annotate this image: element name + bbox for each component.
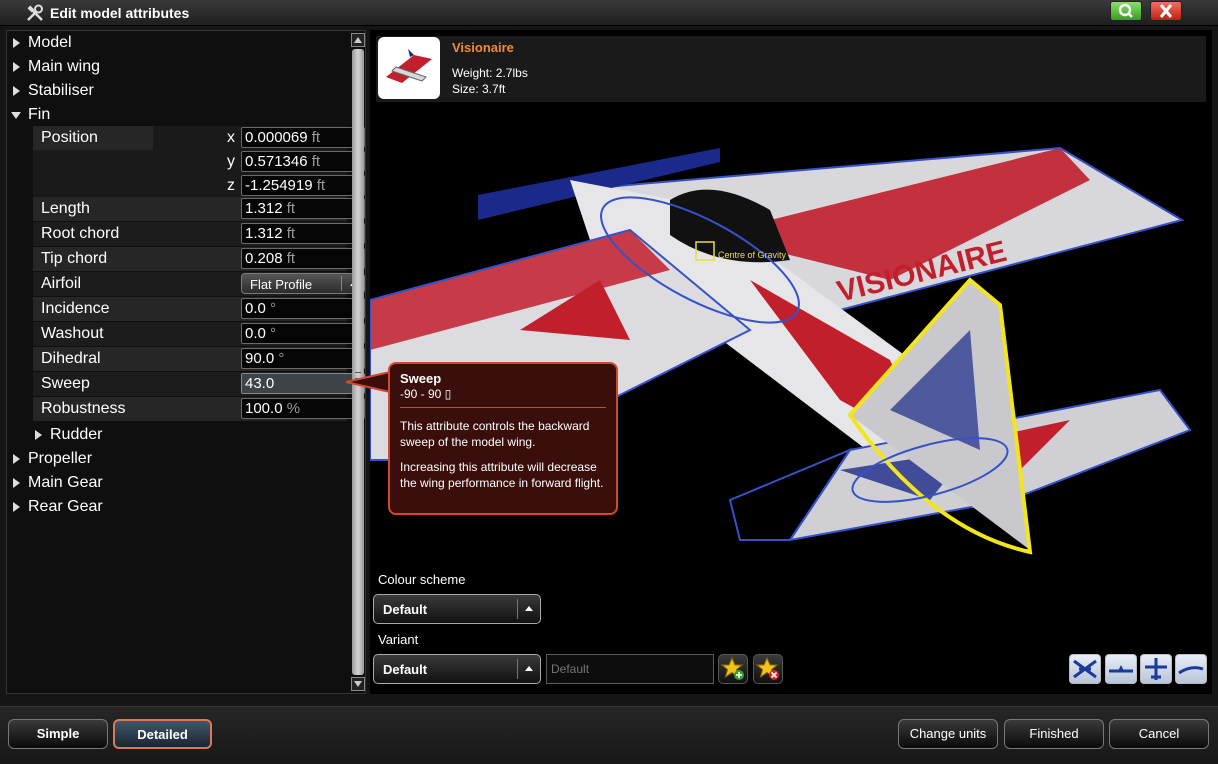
colour-scheme-dropdown[interactable]: Default — [373, 594, 541, 624]
model-thumbnail — [378, 37, 440, 99]
expand-arrow-icon — [13, 62, 20, 72]
variant-label: Variant — [378, 632, 419, 647]
cancel-button[interactable]: Cancel — [1109, 719, 1209, 749]
washout-input[interactable]: 0.0 ° — [241, 323, 365, 344]
model-name: Visionaire — [452, 40, 514, 55]
bottom-bar: Simple Detailed Change units Finished Ca… — [0, 706, 1218, 764]
collapse-arrow-icon — [11, 112, 21, 119]
cog-label: Centre of Gravity — [718, 250, 787, 260]
attr-length: Length 1.312 ft — [33, 197, 365, 221]
position-x-input[interactable]: 0.000069 ft — [241, 127, 365, 148]
model-viewport[interactable]: Centre of Gravity VISIONAIRE Visionaire … — [370, 30, 1212, 694]
change-units-button[interactable]: Change units — [898, 719, 998, 749]
view-top-button[interactable] — [1175, 654, 1207, 684]
plane-perspective-icon — [1073, 659, 1097, 679]
dihedral-input[interactable]: 90.0 ° — [241, 348, 365, 369]
search-button[interactable] — [1110, 1, 1142, 21]
detailed-button[interactable]: Detailed — [113, 719, 212, 749]
model-info-strip: Visionaire Weight: 2.7lbs Size: 3.7ft — [376, 36, 1206, 102]
incidence-input[interactable]: 0.0 ° — [241, 298, 365, 319]
plane-side-icon — [1109, 665, 1133, 673]
tree-item-propeller[interactable]: Propeller — [7, 447, 347, 471]
scroll-thumb[interactable] — [352, 49, 364, 675]
position-y-input[interactable]: 0.571346 ft — [241, 151, 365, 172]
airplane-render: Centre of Gravity VISIONAIRE — [370, 146, 1192, 555]
root-chord-input[interactable]: 1.312 ft — [241, 223, 365, 244]
add-variant-button[interactable] — [718, 654, 748, 684]
tree-item-fin[interactable]: Fin — [7, 103, 347, 127]
caret-up-icon — [525, 606, 533, 611]
tree-item-main-gear[interactable]: Main Gear — [7, 471, 347, 495]
attributes-panel: Model Main wing Stabiliser Fin Position … — [6, 30, 366, 694]
variant-dropdown[interactable]: Default — [373, 654, 541, 684]
scroll-down-button[interactable] — [351, 677, 365, 691]
search-icon — [1118, 3, 1133, 18]
window-title: Edit model attributes — [50, 5, 190, 21]
model-size: Size: 3.7ft — [452, 82, 506, 96]
expand-arrow-icon — [13, 478, 20, 488]
title-bar: Edit model attributes — [0, 0, 1218, 26]
expand-arrow-icon — [13, 86, 20, 96]
view-perspective-button[interactable] — [1069, 654, 1101, 684]
tooltip-pointer — [346, 370, 391, 394]
star-add-icon — [720, 656, 744, 680]
variant-name-input[interactable] — [546, 654, 714, 684]
robustness-input[interactable]: 100.0 % — [241, 398, 365, 419]
position-z-input[interactable]: -1.254919 ft — [241, 175, 365, 196]
view-side-button[interactable] — [1105, 654, 1137, 684]
attr-position: Position x 0.000069 ft y 0.571346 ft z -… — [33, 126, 365, 198]
attr-tip-chord: Tip chord 0.208 ft — [33, 247, 365, 271]
attr-sweep: Sweep 43.0 — [33, 372, 365, 396]
close-button[interactable] — [1150, 1, 1182, 21]
colour-scheme-label: Colour scheme — [378, 572, 466, 587]
finished-button[interactable]: Finished — [1004, 719, 1104, 749]
airfoil-dropdown[interactable]: Flat Profile — [241, 273, 365, 294]
attr-robustness: Robustness 100.0 % — [33, 397, 365, 421]
plane-top-icon — [1178, 666, 1204, 675]
tree-item-rudder[interactable]: Rudder — [7, 423, 347, 447]
attr-incidence: Incidence 0.0 ° — [33, 297, 365, 321]
expand-arrow-icon — [35, 430, 42, 440]
attr-root-chord: Root chord 1.312 ft — [33, 222, 365, 246]
expand-arrow-icon — [13, 454, 20, 464]
close-icon — [1159, 4, 1173, 18]
scroll-up-button[interactable] — [351, 33, 365, 47]
attr-washout: Washout 0.0 ° — [33, 322, 365, 346]
tip-chord-input[interactable]: 0.208 ft — [241, 248, 365, 269]
remove-variant-button[interactable] — [753, 654, 783, 684]
sweep-input[interactable]: 43.0 — [241, 373, 365, 394]
attr-airfoil: Airfoil Flat Profile — [33, 272, 365, 296]
sweep-tooltip: Sweep -90 - 90 ▯ This attribute controls… — [388, 362, 618, 515]
tree-item-rear-gear[interactable]: Rear Gear — [7, 495, 347, 519]
tree-item-stabiliser[interactable]: Stabiliser — [7, 79, 347, 103]
tree-item-main-wing[interactable]: Main wing — [7, 55, 347, 79]
plane-front-icon — [1145, 658, 1167, 680]
length-input[interactable]: 1.312 ft — [241, 198, 365, 219]
caret-up-icon — [525, 666, 533, 671]
tree-item-model[interactable]: Model — [7, 31, 347, 55]
simple-button[interactable]: Simple — [8, 719, 108, 749]
expand-arrow-icon — [13, 38, 20, 48]
attr-dihedral: Dihedral 90.0 ° — [33, 347, 365, 371]
star-remove-icon — [755, 656, 779, 680]
attributes-scrollbar[interactable] — [351, 33, 365, 691]
model-weight: Weight: 2.7lbs — [452, 66, 528, 80]
tools-icon — [27, 4, 43, 21]
expand-arrow-icon — [13, 502, 20, 512]
view-front-button[interactable] — [1140, 654, 1172, 684]
